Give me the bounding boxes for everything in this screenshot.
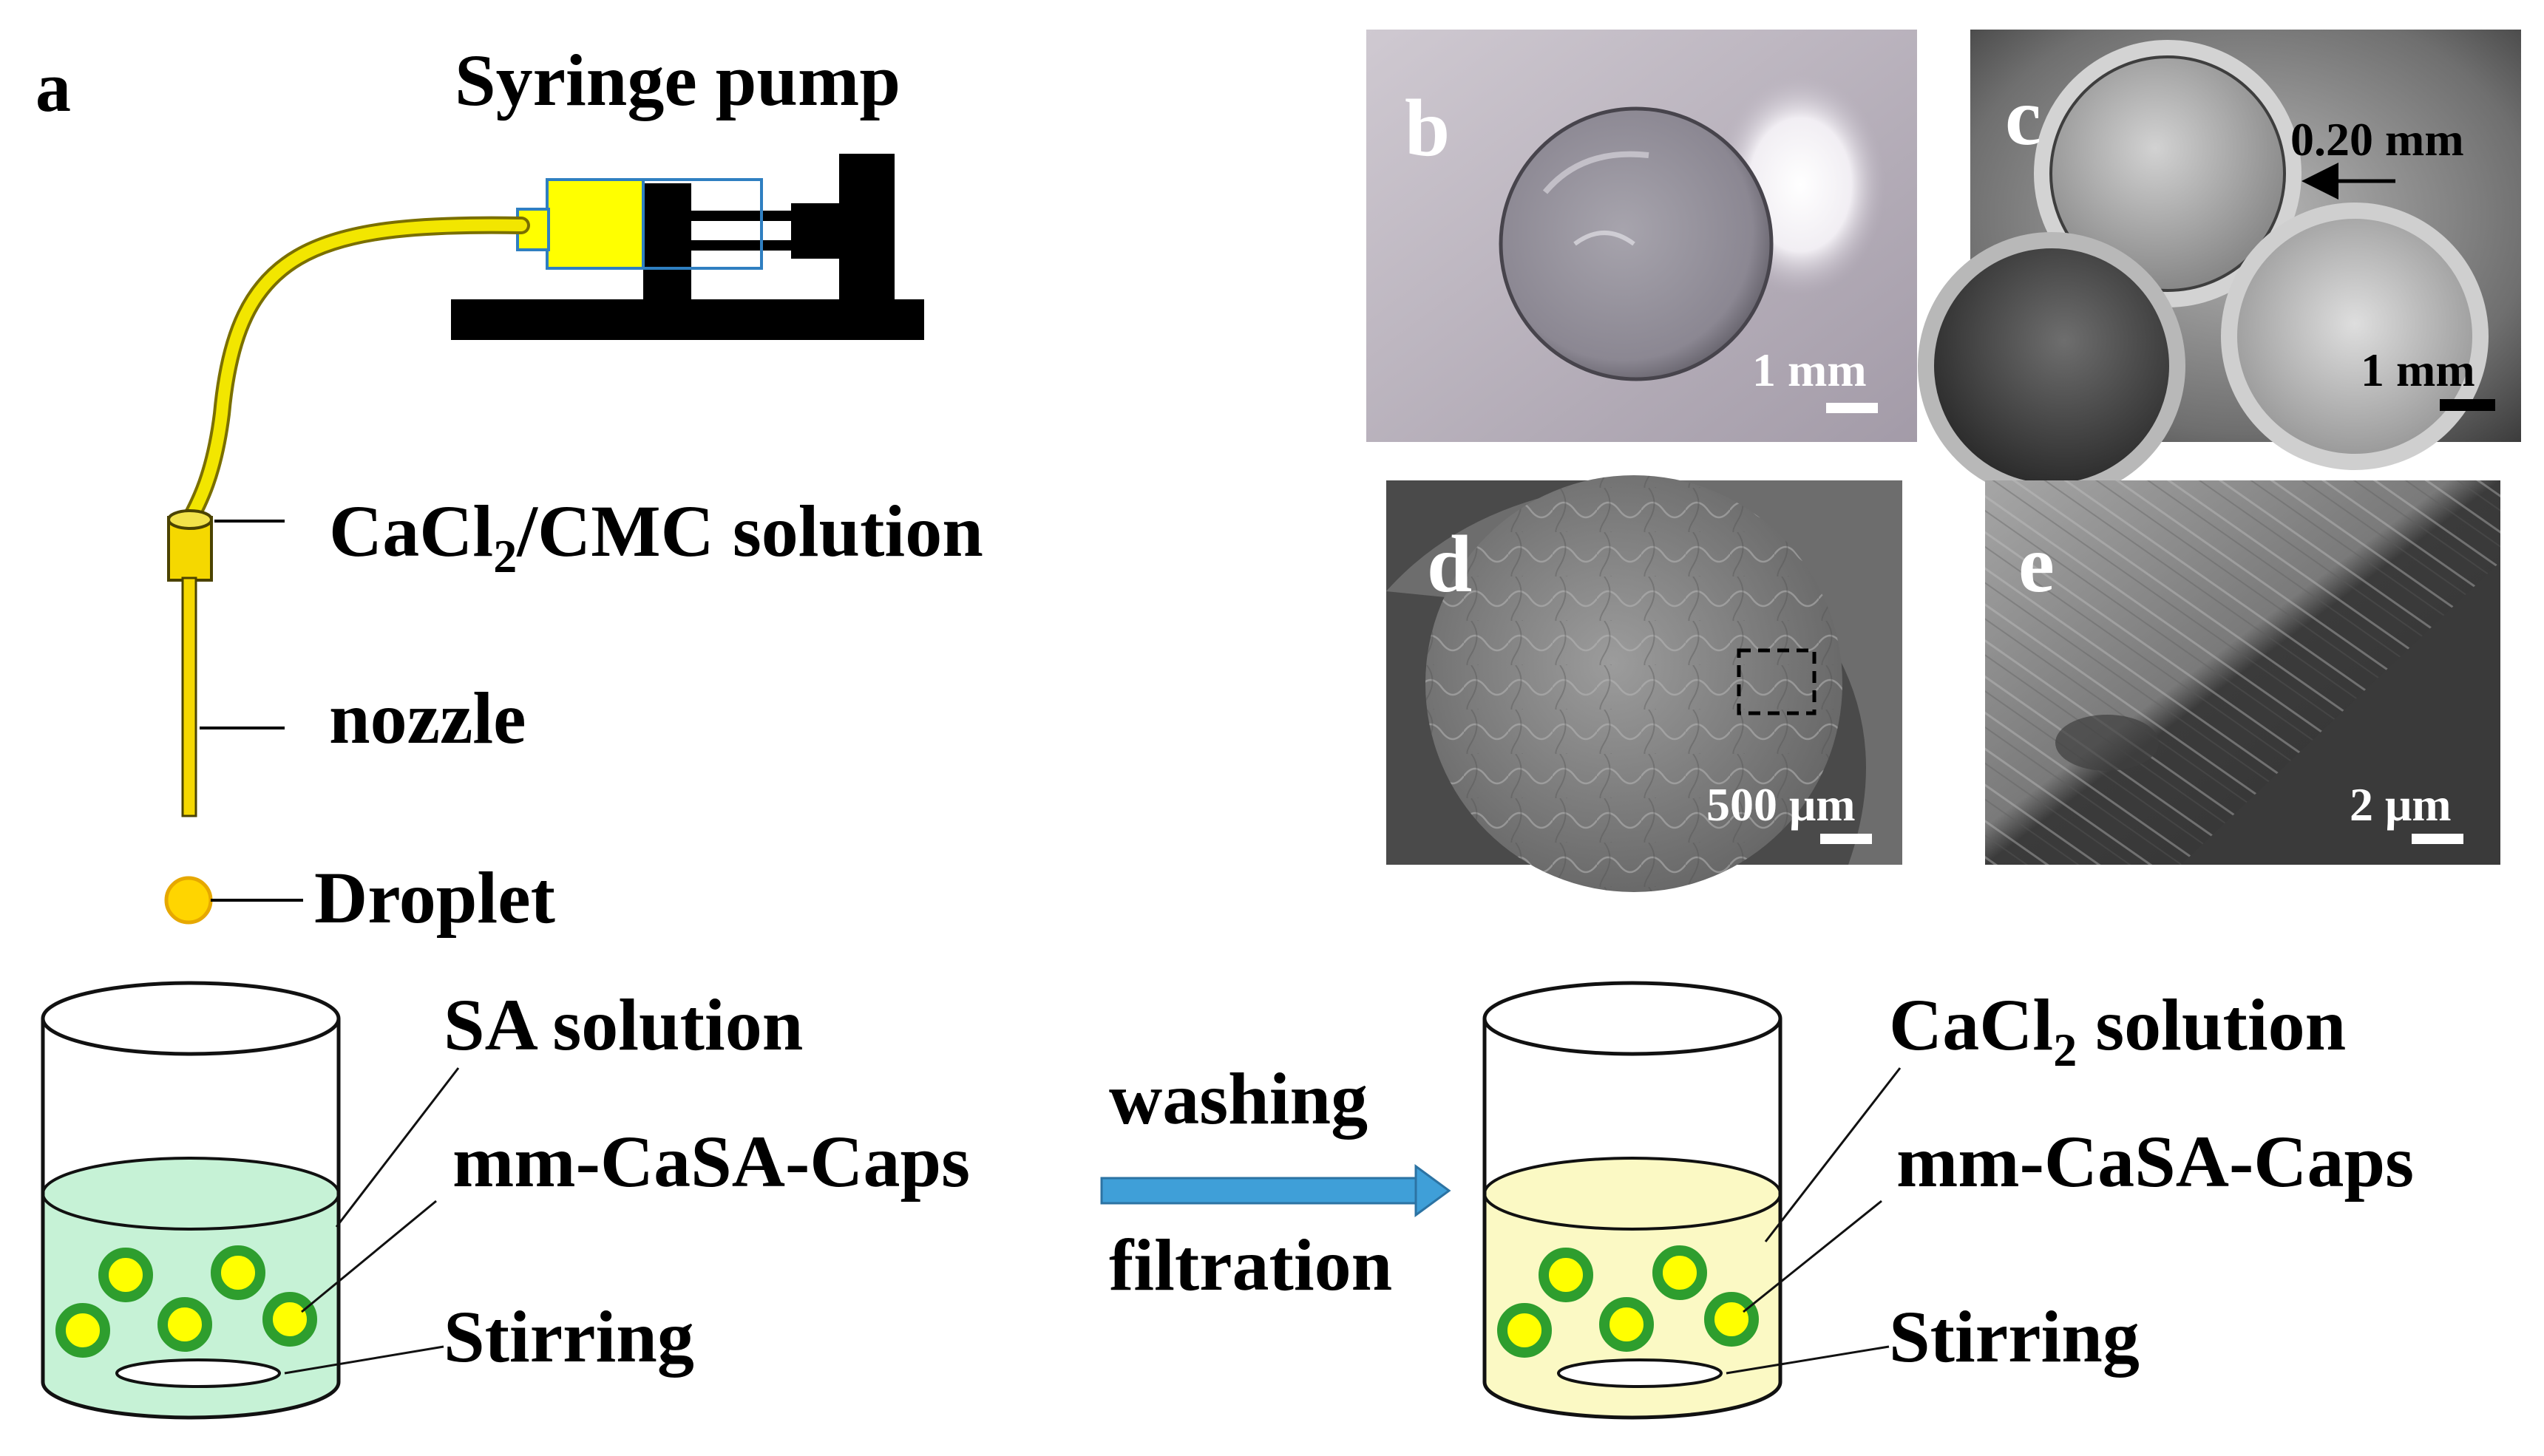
pump-left-post — [643, 183, 691, 302]
micrograph-e-dark-spot — [2055, 715, 2159, 771]
droplet-label: Droplet — [314, 857, 555, 939]
stirring-left-label: Stirring — [444, 1296, 694, 1378]
capsule — [211, 1245, 265, 1300]
micrograph-c-capsule-top-inner — [2049, 55, 2286, 292]
syringe-pump — [451, 154, 924, 340]
micrograph-e-letter: e — [2018, 519, 2055, 609]
capsule — [1539, 1248, 1593, 1302]
sa-solution-leader — [335, 1067, 460, 1228]
stir-bar-left — [115, 1358, 281, 1388]
capsule — [157, 1297, 212, 1352]
pump-right-block — [839, 154, 895, 302]
stirring-left-leader — [284, 1345, 444, 1375]
micrograph-e-scale-label: 2 μm — [2350, 778, 2452, 831]
micrograph-c-letter: c — [2005, 72, 2041, 162]
syringe-barrel — [546, 178, 645, 270]
micrograph-e-scale-bar — [2412, 834, 2463, 844]
capsule — [1497, 1303, 1552, 1358]
micrograph-c-scale-label: 1 mm — [2361, 344, 2475, 396]
micrograph-d-scale-bar — [1820, 834, 1872, 844]
cacl2-solution-suffix: solution — [2077, 984, 2346, 1066]
beaker-right — [1482, 981, 1783, 1420]
syringe-pump-label: Syringe pump — [455, 39, 900, 121]
micrograph-c-thickness-label: 0.20 mm — [2290, 113, 2464, 166]
washing-label: washing — [1109, 1058, 1368, 1140]
micrograph-b-reflection — [1542, 151, 1649, 194]
cacl2-solution-label: CaCl2 solution — [1889, 984, 2346, 1076]
capsules-right-leader — [1743, 1200, 1882, 1313]
nozzle-label: nozzle — [329, 677, 526, 759]
capsules-right — [1497, 1245, 1759, 1358]
micrograph-d-letter: d — [1427, 519, 1472, 609]
micrograph-e-substrate — [2181, 562, 2500, 865]
capsule — [55, 1303, 110, 1358]
micrograph-d-zoom-box — [1737, 648, 1817, 715]
nozzle-connector-top — [167, 509, 213, 530]
cacl2-solution-leader — [1764, 1067, 1902, 1242]
micrograph-b-reflection — [1573, 231, 1635, 246]
sa-solution-label: SA solution — [444, 984, 803, 1066]
beaker-right-liquid-surface — [1483, 1157, 1782, 1231]
cacl2-cmc-solution-label: CaCl2/CMC solution — [329, 490, 983, 582]
capsules-right-label: mm-CaSA-Caps — [1896, 1120, 2414, 1202]
micrograph-b-letter: b — [1405, 83, 1450, 173]
beaker-left-wall — [41, 1018, 341, 1420]
stirring-right-leader — [1726, 1345, 1890, 1375]
micrograph-b-capsule — [1499, 106, 1774, 381]
stir-bar-right — [1557, 1358, 1723, 1388]
micrograph-c-capsule-right — [2221, 203, 2489, 470]
process-arrow-head — [1414, 1164, 1451, 1217]
capsules-left-label: mm-CaSA-Caps — [452, 1120, 970, 1202]
beaker-left — [41, 981, 341, 1420]
beaker-left-rim — [41, 981, 341, 1056]
nozzle-needle — [181, 576, 197, 817]
capsule — [1599, 1297, 1654, 1352]
capsule — [1652, 1245, 1707, 1300]
panel-a-letter: a — [35, 47, 71, 126]
cacl2-cmc-prefix: CaCl — [329, 490, 493, 572]
stirring-right-label: Stirring — [1889, 1296, 2140, 1378]
beaker-left-liquid-surface — [41, 1157, 340, 1231]
micrograph-b: b 1 mm — [1366, 30, 1917, 442]
beaker-right-rim — [1482, 981, 1783, 1056]
filtration-label: filtration — [1109, 1224, 1392, 1306]
micrograph-e: e 2 μm — [1985, 480, 2500, 865]
capsule — [98, 1248, 153, 1302]
nozzle-assembly — [167, 509, 213, 817]
process-arrow-shaft — [1100, 1177, 1421, 1205]
cacl2-cmc-subscript: 2 — [493, 530, 517, 582]
capsule — [262, 1292, 317, 1347]
micrograph-d-scale-label: 500 μm — [1706, 778, 1856, 831]
capsules-left-leader — [301, 1200, 437, 1313]
cacl2-solution-prefix: CaCl — [1889, 984, 2053, 1066]
plunger-rod-top — [691, 211, 795, 221]
micrograph-c-scale-bar — [2440, 399, 2495, 411]
process-arrow — [1100, 1164, 1451, 1217]
micrograph-d: d 500 μm — [1386, 475, 1902, 892]
cacl2-cmc-suffix: /CMC solution — [516, 490, 983, 572]
capsule — [1704, 1292, 1759, 1347]
micrograph-c: c 0.20 mm 1 mm — [1918, 30, 2521, 500]
droplet — [164, 876, 213, 925]
cacl2-solution-subscript: 2 — [2053, 1024, 2077, 1076]
micrograph-c-capsule-left — [1918, 232, 2185, 500]
capsules-left — [55, 1245, 317, 1358]
plunger-rod-bottom — [691, 240, 795, 251]
pump-base — [451, 299, 924, 340]
feed-tube — [177, 216, 530, 535]
micrograph-d-capsule-texture — [1425, 475, 1842, 892]
micrograph-b-scale-bar — [1826, 403, 1878, 413]
beaker-right-wall — [1482, 1018, 1783, 1420]
micrograph-b-scale-label: 1 mm — [1752, 344, 1867, 396]
pump-pusher — [791, 203, 843, 259]
